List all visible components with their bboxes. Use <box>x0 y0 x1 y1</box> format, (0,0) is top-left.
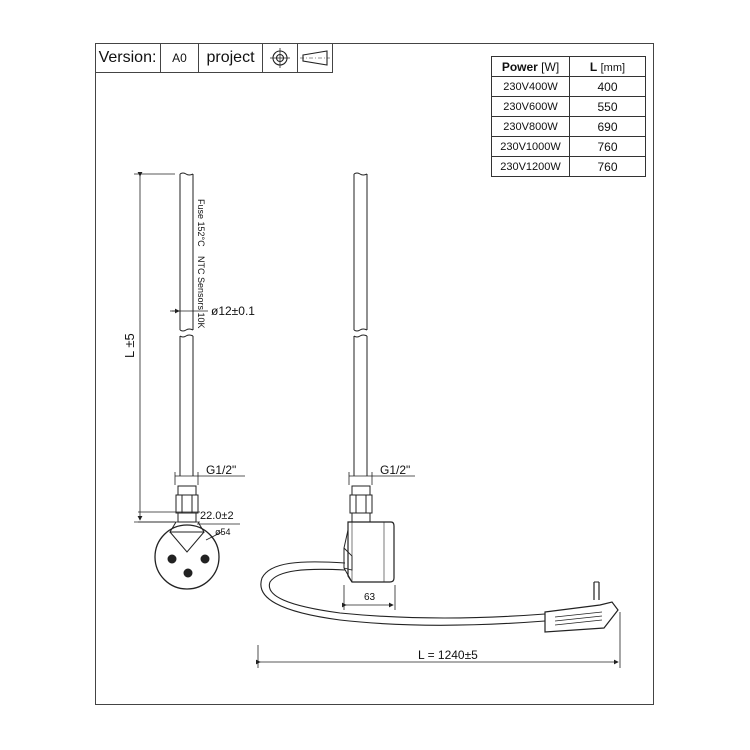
project-label: project <box>199 43 263 72</box>
header-length: L [mm] <box>569 56 646 77</box>
header-power: Power [W] <box>491 56 570 77</box>
fuse-annotation: Fuse 152°C <box>196 199 206 247</box>
rod-diameter-label: ø12±0.1 <box>211 304 255 318</box>
body-depth-label: 63 <box>364 592 376 603</box>
first-angle-projection-cone-icon <box>298 43 333 72</box>
ntc-sensor-annotation: NTC Sensors 10K <box>196 256 206 329</box>
title-block: Version: A0 project <box>95 43 333 73</box>
right-thread-label: G1/2" <box>380 463 411 477</box>
drawing-frame <box>95 43 654 705</box>
length-tolerance-label: L ±5 <box>122 333 137 358</box>
table-header-row: Power [W] L [mm] <box>491 56 646 77</box>
left-thread-label: G1/2" <box>206 463 237 477</box>
head-height-label: 22.0±2 <box>200 510 234 522</box>
first-angle-projection-crosshair-icon <box>263 43 298 72</box>
head-diameter-label: ø54 <box>215 527 231 537</box>
version-value: A0 <box>161 43 199 72</box>
version-label: Version: <box>95 43 161 72</box>
cable-length-label: L = 1240±5 <box>418 648 478 662</box>
